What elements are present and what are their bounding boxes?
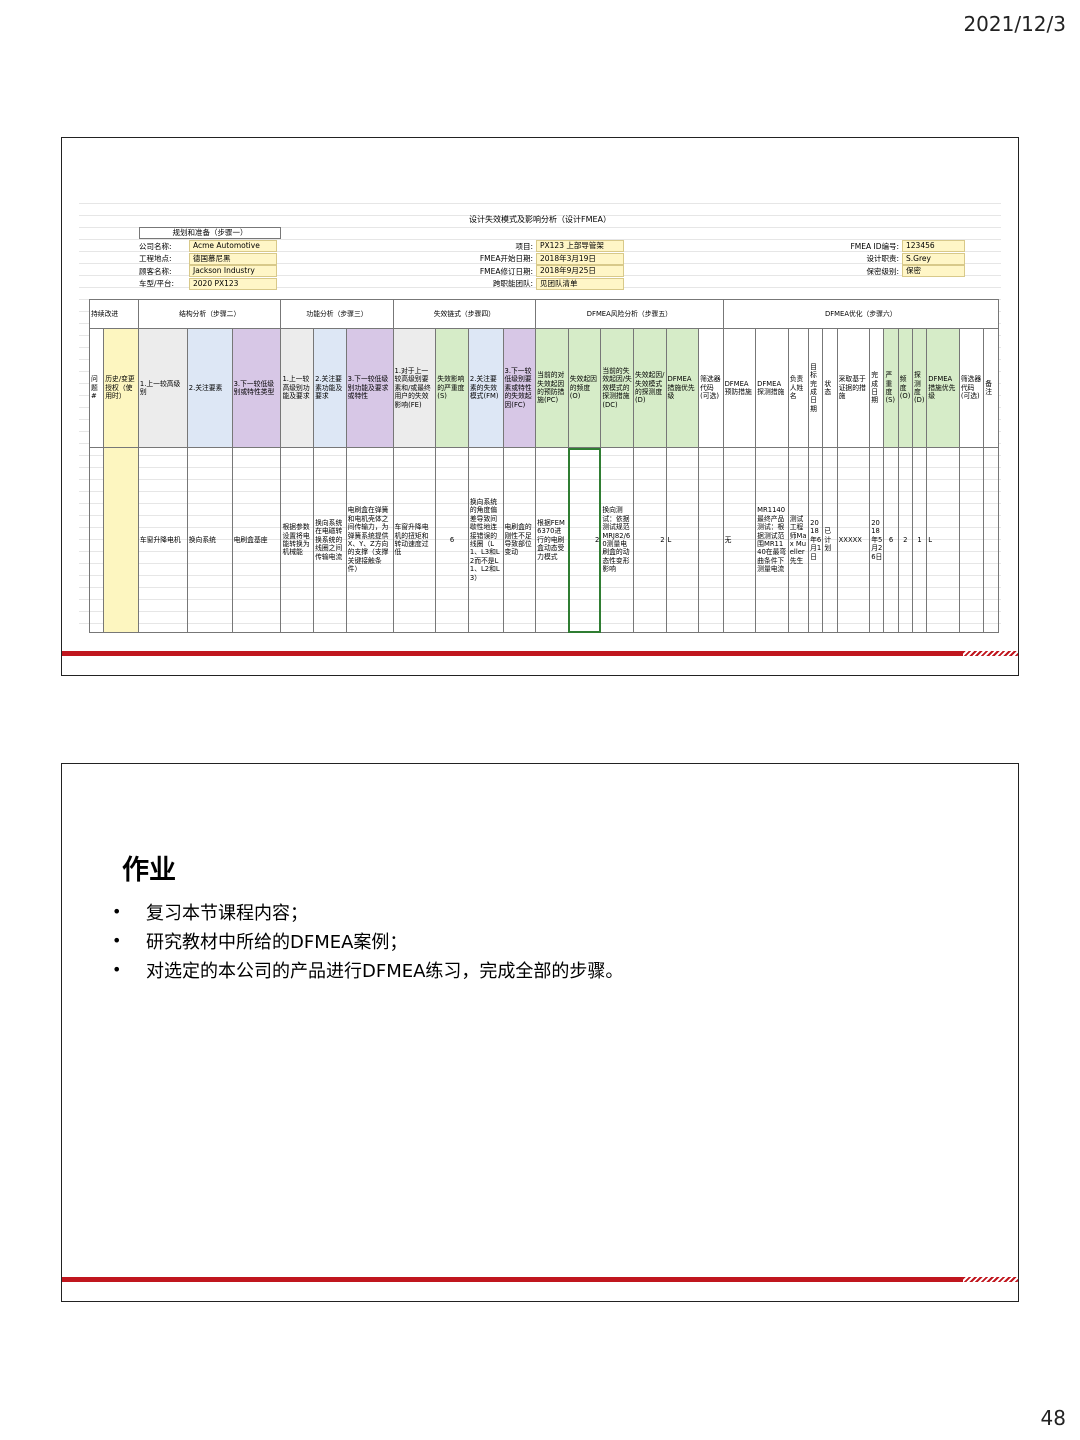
group-structure: 结构分析（步骤二） [137, 299, 282, 329]
table-row: 车窗升降电机 换向系统 电刷盒基座 根据参数设置将电能转换为机械能 换向系统在电… [88, 447, 999, 633]
mid-info-block: 项目:PX123 上部导管架 FMEA开始日期:2018年3月19日 FMEA修… [459, 240, 624, 290]
homework-title: 作业 [122, 855, 176, 886]
slide-footer-hatch [963, 1277, 1018, 1282]
list-item: •对选定的本公司的产品进行DFMEA练习，完成全部的步骤。 [112, 960, 624, 982]
right-info-block: FMEA ID编号:123456 设计职责:S.Grey 保密级别:保密 [819, 240, 965, 278]
slide-footer-hatch [963, 651, 1018, 656]
column-header-row: 问题# 历史/变更授权（使用时） 1.上一较高级别 2.关注要素 3.下一较低级… [88, 328, 999, 448]
slide-dfmea-sheet: 设计失效模式及影响分析（设计FMEA） 规划和准备（步骤一） 公司名称:Acme… [61, 137, 1019, 676]
list-item: •研究教材中所给的DFMEA案例； [112, 931, 408, 953]
dfmea-table: 持续改进 结构分析（步骤二） 功能分析（步骤三） 失效链式（步骤四） DFMEA… [88, 299, 1000, 633]
group-failure: 失效链式（步骤四） [392, 299, 537, 329]
page-number: 48 [1040, 1406, 1066, 1430]
group-function: 功能分析（步骤三） [280, 299, 394, 329]
list-item: •复习本节课程内容； [112, 902, 308, 924]
slide-homework: 作业 •复习本节课程内容； •研究教材中所给的DFMEA案例； •对选定的本公司… [61, 763, 1019, 1302]
homework-list: •复习本节课程内容； •研究教材中所给的DFMEA案例； •对选定的本公司的产品… [112, 897, 623, 984]
slide-footer-bar [62, 1277, 963, 1282]
left-info-block: 公司名称:Acme Automotive 工程地点:德国慕尼黑 顾客名称:Jac… [139, 240, 277, 290]
group-risk: DFMEA风险分析（步骤五） [535, 299, 724, 329]
dfmea-spreadsheet-image: 设计失效模式及影响分析（设计FMEA） 规划和准备（步骤一） 公司名称:Acme… [79, 203, 1001, 633]
group-optimize: DFMEA优化（步骤六） [722, 299, 1000, 329]
slide-footer-bar [62, 651, 963, 656]
slide-date: 2021/12/3 [963, 12, 1066, 36]
sheet-title: 设计失效模式及影响分析（设计FMEA） [468, 215, 612, 224]
planning-label: 规划和准备（步骤一） [139, 227, 281, 239]
group-improve: 持续改进 [89, 299, 139, 329]
